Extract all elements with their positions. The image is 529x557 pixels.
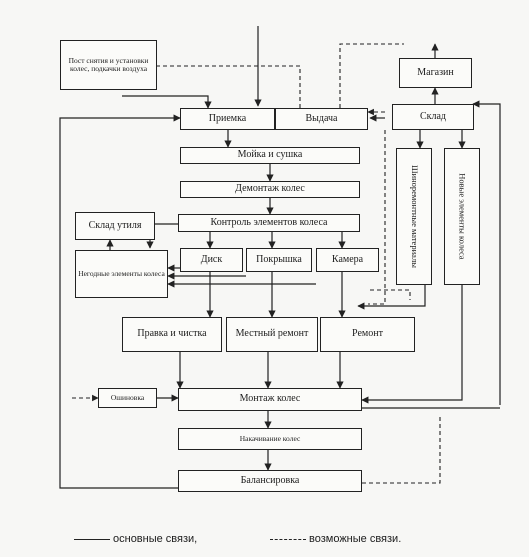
legend-main: основные связи, [74, 533, 197, 545]
node-moika-label: Мойка и сушка [237, 149, 303, 161]
node-remont-label: Ремонт [352, 328, 383, 340]
node-oshinovka: Ошиновка [98, 388, 157, 408]
node-sklad: Склад [392, 104, 474, 130]
node-kontrol: Контроль элементов колеса [178, 214, 360, 232]
legend-main-label: основные связи, [113, 533, 198, 545]
dash-balans-right [362, 415, 441, 484]
node-novye-label: Новые элементы колеса [457, 173, 468, 260]
node-magazin: Магазин [399, 58, 472, 88]
dash-top-right [339, 43, 404, 108]
link-shinoremont-down [357, 285, 426, 310]
dash-kamera-remont [370, 289, 411, 300]
node-montazh-label: Монтаж колес [239, 393, 301, 405]
dash-right-loop [368, 130, 386, 305]
dash-vydacha-post [121, 62, 301, 108]
link-novye-down [361, 285, 463, 404]
node-nakachivanie: Накачивание колес [178, 428, 362, 450]
node-novye: Новые элементы колеса [444, 148, 480, 285]
link-right-rail [472, 100, 501, 405]
node-mestny: Местный ремонт [226, 317, 318, 352]
node-demontazh-label: Демонтаж колес [235, 183, 305, 195]
legend-possible: возможные связи. [270, 533, 401, 545]
legend-possible-label: возможные связи. [309, 533, 402, 545]
node-priemka-label: Приемка [208, 112, 247, 124]
link-balans-vydacha [59, 114, 181, 489]
node-post-label: Пост снятия и установки колес, подкачки … [68, 56, 149, 73]
link-post-priemka [122, 95, 212, 109]
node-remont: Ремонт [320, 317, 415, 352]
node-shinoremont-label: Шиноремонтные материалы [409, 165, 420, 268]
node-pokryshka-label: Покрышка [256, 253, 302, 265]
node-shinoremont: Шиноремонтные материалы [396, 148, 432, 285]
node-vydacha: Выдача [275, 108, 368, 130]
node-demontazh: Демонтаж колес [180, 181, 360, 198]
node-moika: Мойка и сушка [180, 147, 360, 164]
node-mestny-label: Местный ремонт [235, 328, 309, 340]
node-pravka-label: Правка и чистка [137, 328, 207, 340]
node-pokryshka: Покрышка [246, 248, 312, 272]
node-negodnye: Негодные элементы колеса [75, 250, 168, 298]
node-kamera: Камера [316, 248, 379, 272]
node-magazin-label: Магазин [417, 66, 454, 78]
node-vydacha-label: Выдача [305, 112, 338, 124]
node-disk-label: Диск [200, 253, 223, 265]
node-sklad-utilya: Склад утиля [75, 212, 155, 240]
node-disk: Диск [180, 248, 243, 272]
node-sklad-label: Склад [419, 110, 447, 122]
node-priemka: Приемка [180, 108, 275, 130]
node-balansirovka: Балансировка [178, 470, 362, 492]
node-balansirovka-label: Балансировка [240, 474, 300, 486]
node-negodnye-label: Негодные элементы колеса [78, 269, 165, 279]
node-post: Пост снятия и установки колес, подкачки … [60, 40, 157, 90]
legend-dashed-line [270, 538, 306, 540]
node-nakachivanie-label: Накачивание колес [239, 434, 301, 444]
node-pravka: Правка и чистка [122, 317, 222, 352]
node-sklad-utilya-label: Склад утиля [88, 219, 142, 231]
node-kamera-label: Камера [331, 253, 364, 265]
node-kontrol-label: Контроль элементов колеса [210, 216, 328, 228]
node-oshinovka-label: Ошиновка [110, 393, 145, 403]
legend-solid-line [74, 538, 110, 540]
node-montazh: Монтаж колес [178, 388, 362, 411]
